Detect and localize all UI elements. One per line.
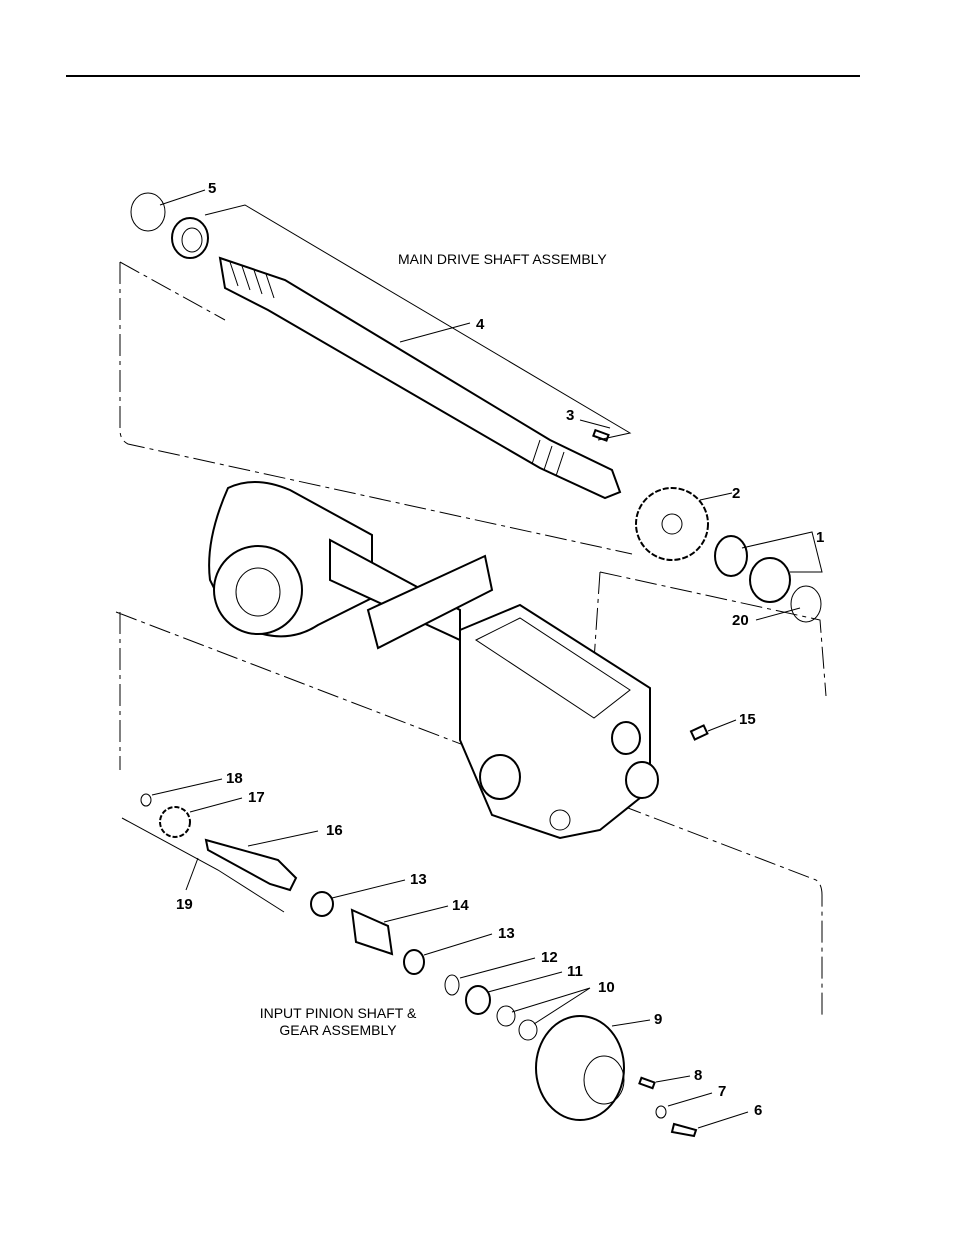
part-13-washer-b [404,950,424,974]
callout-4: 4 [476,316,485,333]
callout-20: 20 [732,612,749,629]
main-drive-shaft [131,193,620,498]
input-pinion-assembly [141,794,696,1136]
housing-left-bore [214,546,302,634]
part-4-shaft [220,258,620,498]
part-13-washer-a [311,892,333,916]
part-8-key [639,1078,654,1088]
housing-body [460,605,650,838]
part-7-washer [656,1106,666,1118]
callout-17: 17 [248,789,265,806]
input-pinion-caption-line1: INPUT PINION SHAFT & [260,1005,417,1021]
part-2-gear [636,488,708,560]
housing-right-boss [626,762,658,798]
callout-3: 3 [566,407,574,424]
main-drive-caption: MAIN DRIVE SHAFT ASSEMBLY [398,251,607,267]
part-16-shaft [206,840,296,890]
housing-side-bore [612,722,640,754]
part-1-cone [715,536,747,576]
gear-housing [209,482,658,838]
upper-outline-top [120,262,225,320]
callout-19: 19 [176,896,193,913]
part-5-ring [131,193,165,231]
callout-10: 10 [598,979,615,996]
callout-15: 15 [739,711,756,728]
callout-12: 12 [541,949,558,966]
callout-2: 2 [732,485,740,502]
part-6-bolt [672,1124,696,1136]
part-9-pulley [536,1016,624,1120]
gear-assembly [636,488,821,622]
part-10-washer-a [497,1006,515,1026]
callout-16: 16 [326,822,343,839]
part-17-gear [160,807,190,837]
callout-11: 11 [567,963,583,980]
upper-group-outline [120,262,632,554]
part-1-cup [750,558,790,602]
callout-6: 6 [754,1102,762,1119]
part-12-snap-ring [445,975,459,995]
callout-18: 18 [226,770,243,787]
callout-5: 5 [208,180,216,197]
callout-13a: 13 [410,871,427,888]
part-15-set-screw [691,725,707,739]
part-18-clip [141,794,151,806]
part-11-bearing [466,986,490,1014]
callout-1: 1 [816,529,824,546]
callout-9: 9 [654,1011,662,1028]
input-pinion-caption-line2: GEAR ASSEMBLY [279,1022,397,1038]
callout-13b: 13 [498,925,515,942]
callout-8: 8 [694,1067,702,1084]
housing-front-bore [480,755,520,799]
part-14-bushing [352,910,392,954]
callout-14: 14 [452,897,469,914]
callout-7: 7 [718,1083,726,1100]
part-10-washer-b [519,1020,537,1040]
